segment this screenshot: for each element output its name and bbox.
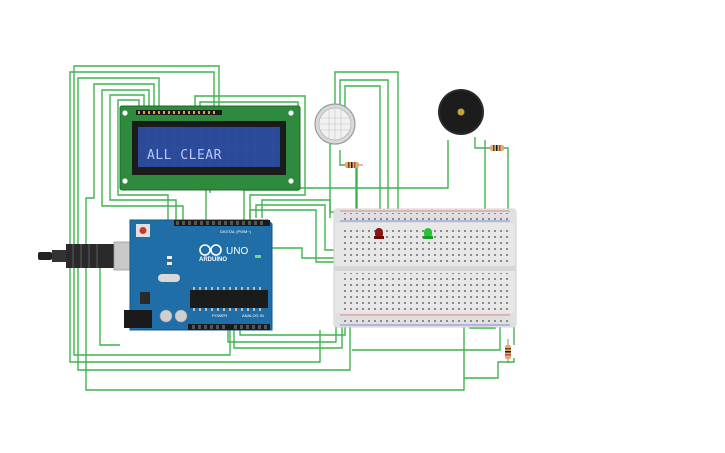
piezo-buzzer[interactable] (438, 89, 484, 135)
wire[interactable] (464, 358, 515, 379)
wire[interactable] (227, 318, 337, 343)
lcd-mount-hole (122, 110, 128, 116)
voltage-regulator (140, 292, 150, 304)
wire[interactable] (109, 94, 177, 220)
digital-header (174, 220, 270, 226)
lcd-grid (138, 127, 280, 167)
lcd-mount-hole (288, 110, 294, 116)
wire[interactable] (352, 318, 501, 351)
power-analog-header (188, 324, 270, 330)
chip-pins (193, 287, 261, 311)
crystal (158, 274, 180, 282)
board-brand-label: ARDUINO (199, 257, 227, 263)
lcd-module[interactable]: ALL CLEAR (119, 105, 301, 191)
wire[interactable] (261, 199, 331, 218)
wire[interactable] (117, 99, 169, 220)
wire[interactable] (344, 85, 381, 220)
breadboard[interactable] (333, 208, 517, 328)
gas-sensor[interactable] (314, 103, 356, 145)
wire[interactable] (99, 244, 120, 346)
atmega-chip (190, 290, 268, 308)
wire[interactable] (73, 65, 231, 356)
resistor[interactable] (505, 339, 511, 363)
digital-label: DIGITAL (PWM~) (220, 229, 252, 234)
arduino-logo (199, 244, 222, 256)
wire[interactable] (334, 71, 399, 220)
analog-label: ANALOG IN (242, 313, 264, 318)
led-red[interactable] (374, 228, 384, 239)
wire[interactable] (77, 77, 351, 371)
arduino-uno[interactable]: UNO ARDUINO DIGITAL (PWM~) POWER ANALOG … (38, 219, 273, 331)
wire[interactable] (101, 89, 184, 220)
lcd-mount-hole (122, 178, 128, 184)
wire[interactable] (339, 79, 389, 220)
power-label: POWER (212, 313, 227, 318)
capacitor (174, 309, 188, 323)
status-leds (167, 255, 261, 265)
resistor[interactable] (339, 162, 363, 168)
buzzer-center (457, 108, 465, 116)
wire[interactable] (194, 95, 306, 220)
resistor[interactable] (484, 145, 508, 151)
reset-button-cap (139, 227, 147, 234)
led-green[interactable] (423, 228, 433, 239)
lcd-text: ALL CLEAR (147, 148, 222, 163)
board-model-label: UNO (226, 246, 248, 257)
wire[interactable] (85, 83, 465, 391)
capacitor (159, 309, 173, 323)
wire[interactable] (69, 71, 321, 363)
dc-jack (124, 310, 152, 328)
lcd-pin-header (136, 110, 222, 115)
lcd-mount-hole (288, 178, 294, 184)
breadboard-center-channel (334, 266, 516, 271)
